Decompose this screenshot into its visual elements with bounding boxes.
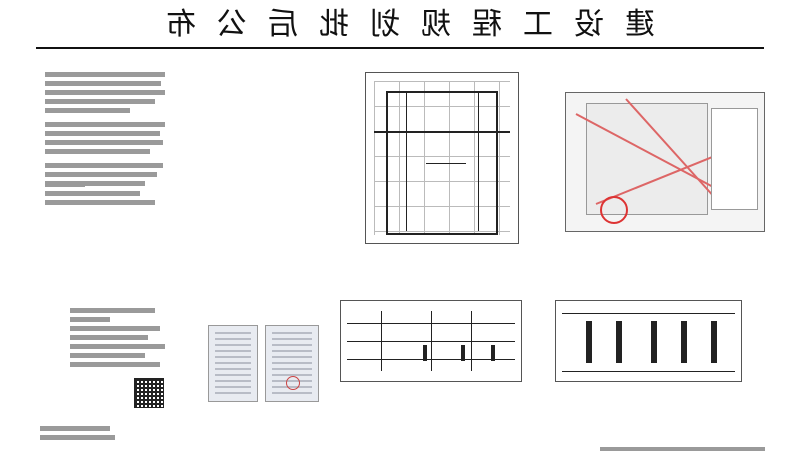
site-location-map — [565, 92, 765, 232]
title-rule — [36, 47, 764, 49]
footer-note — [600, 447, 765, 451]
publication-date-block — [40, 426, 120, 444]
permit-document-right — [265, 325, 319, 402]
elevation-drawing-a — [340, 300, 522, 382]
permit-document-left — [208, 325, 258, 402]
project-notes-block — [45, 182, 165, 209]
official-seal-stamp — [600, 196, 628, 224]
page-title: 建设工程规划批后公布 — [0, 6, 800, 44]
page-title-text: 建设工程规划批后公布 — [145, 7, 655, 42]
supervision-contacts-block — [70, 308, 190, 371]
floor-plan-drawing — [365, 72, 519, 244]
project-info-block — [45, 72, 165, 190]
qr-code — [134, 378, 164, 408]
elevation-drawing-b — [555, 300, 742, 382]
